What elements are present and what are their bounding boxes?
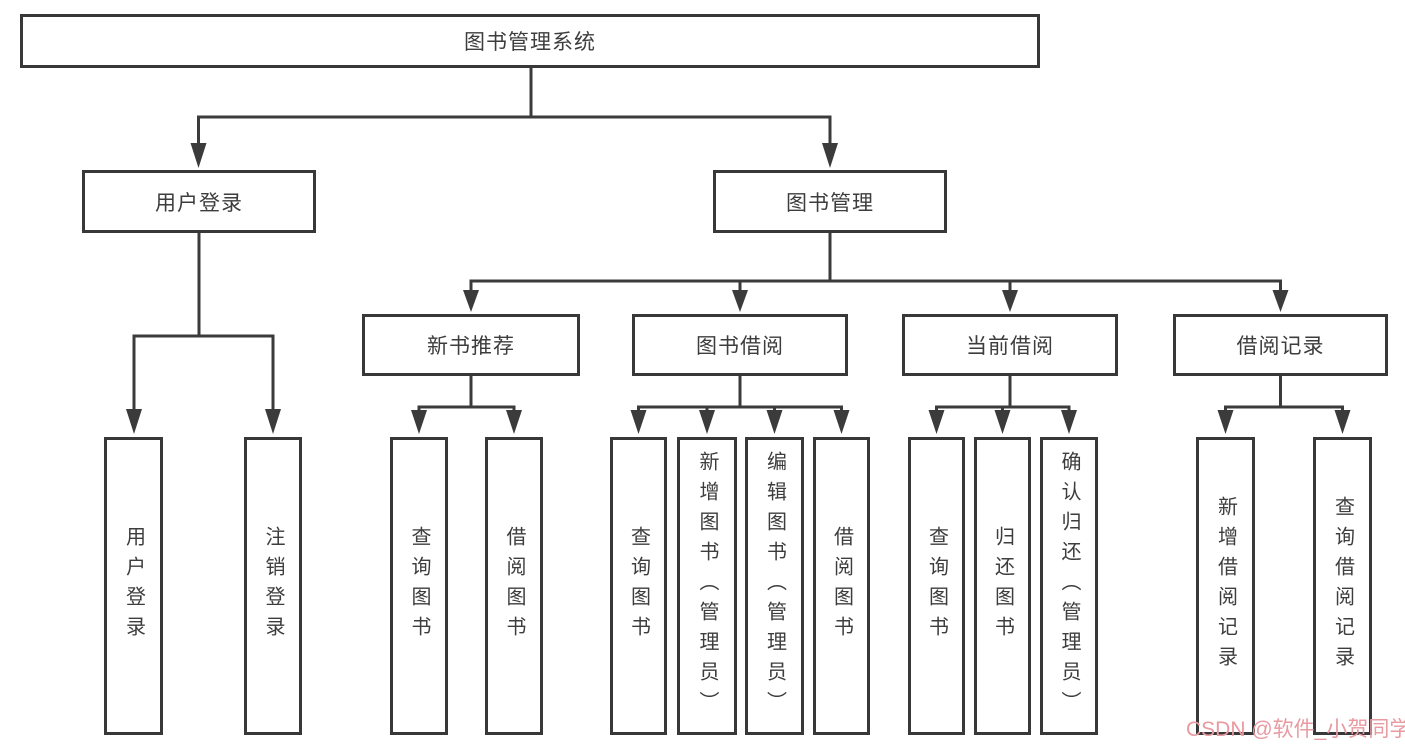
arrowhead-book-borrowing xyxy=(732,290,748,312)
arrowhead-return-books xyxy=(994,410,1011,434)
arrowhead-search-books-1 xyxy=(411,410,427,434)
leaf-edit-books-admin: 编辑图书（管理员） xyxy=(745,437,804,735)
connector-borrowing-records-subtree xyxy=(1217,374,1351,434)
node-user-login: 用户登录 xyxy=(82,170,316,233)
leaf-add-books-admin: 新增图书（管理员） xyxy=(677,437,737,735)
watermark-text: CSDN @软件_小贺同学 xyxy=(1186,718,1405,741)
connector-new-book-recommend-lines xyxy=(417,374,516,414)
leaf-return-books: 归还图书 xyxy=(974,437,1031,735)
arrowhead-search-books-3 xyxy=(928,410,945,434)
arrowhead-user-login xyxy=(190,143,207,168)
arrowhead-leaf-user-login xyxy=(126,409,142,434)
leaf-logout: 注销登录 xyxy=(244,437,302,735)
arrowhead-search-borrow-record xyxy=(1334,410,1351,434)
leaf-user-login: 用户登录 xyxy=(104,437,163,735)
connector-root-to-level2 xyxy=(190,66,838,168)
leaf-add-borrow-record: 新增借阅记录 xyxy=(1196,437,1255,735)
connector-current-borrowing-lines xyxy=(935,374,1071,414)
leaf-search-books-3: 查询图书 xyxy=(908,437,965,735)
connector-book-borrowing-lines xyxy=(637,374,843,414)
node-book-management: 图书管理 xyxy=(713,170,947,233)
arrowhead-new-book-recommend xyxy=(463,290,479,312)
arrowhead-borrow-books-2 xyxy=(833,410,850,434)
arrowhead-current-borrowing xyxy=(1002,290,1018,312)
node-new-book-recommend: 新书推荐 xyxy=(362,314,580,376)
arrowhead-borrowing-records xyxy=(1272,290,1289,312)
connector-borrowing-records-lines xyxy=(1224,374,1344,414)
arrowhead-search-books-2 xyxy=(630,410,647,434)
arrowhead-add-borrow-record xyxy=(1217,410,1234,434)
node-book-borrowing: 图书借阅 xyxy=(632,314,848,376)
connector-current-borrowing-subtree xyxy=(928,374,1077,434)
connector-root-drops xyxy=(197,115,832,148)
leaf-borrow-books-1: 借阅图书 xyxy=(485,437,543,735)
connector-level3-drops xyxy=(469,279,1282,294)
connector-user-login-subtree xyxy=(126,231,281,434)
node-current-borrowing: 当前借阅 xyxy=(902,314,1118,376)
connector-user-login-drops xyxy=(132,334,275,412)
leaf-borrow-books-2: 借阅图书 xyxy=(813,437,870,735)
node-root: 图书管理系统 xyxy=(20,14,1040,68)
connector-new-book-recommend-subtree xyxy=(411,374,522,434)
leaf-search-books-2: 查询图书 xyxy=(610,437,667,735)
arrowhead-add-books-admin xyxy=(699,410,715,434)
arrowhead-edit-books-admin xyxy=(766,410,783,434)
node-borrowing-records: 借阅记录 xyxy=(1173,314,1388,376)
leaf-search-borrow-record: 查询借阅记录 xyxy=(1313,437,1372,735)
arrowhead-book-management xyxy=(822,143,838,168)
connector-book-management-to-level3 xyxy=(463,231,1289,312)
leaf-search-books-1: 查询图书 xyxy=(390,437,448,735)
connector-book-borrowing-subtree xyxy=(630,374,850,434)
arrowhead-leaf-logout xyxy=(265,409,281,434)
arrowhead-confirm-return-admin xyxy=(1061,410,1077,434)
leaf-confirm-return-admin: 确认归还（管理员） xyxy=(1040,437,1098,735)
arrowhead-borrow-books-1 xyxy=(506,410,522,434)
